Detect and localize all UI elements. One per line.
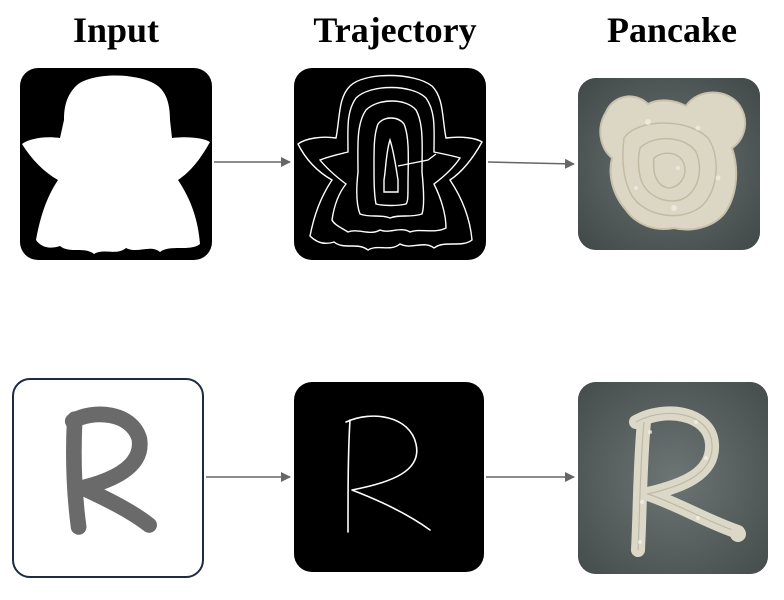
input-image-silhouette: [20, 68, 212, 260]
pancake-bear-shape: [578, 78, 760, 250]
trajectory-contours: [297, 74, 483, 251]
trajectory-image-r: [294, 382, 484, 572]
arrow-trajectory-to-pancake-1: [487, 158, 575, 169]
trajectory-image-spiral: [294, 68, 486, 260]
drawn-r-glyph: [64, 406, 157, 535]
pancake-r-shape: [578, 382, 768, 574]
header-pancake: Pancake: [607, 10, 737, 50]
header-trajectory: Trajectory: [313, 10, 477, 50]
silhouette-shape: [22, 75, 210, 254]
header-input: Input: [72, 10, 160, 50]
input-image-drawing-r: [12, 378, 204, 578]
trajectory-r-line: [345, 415, 431, 533]
pancake-photo-bear: [578, 78, 760, 250]
pancake-photo-r: [578, 382, 768, 574]
